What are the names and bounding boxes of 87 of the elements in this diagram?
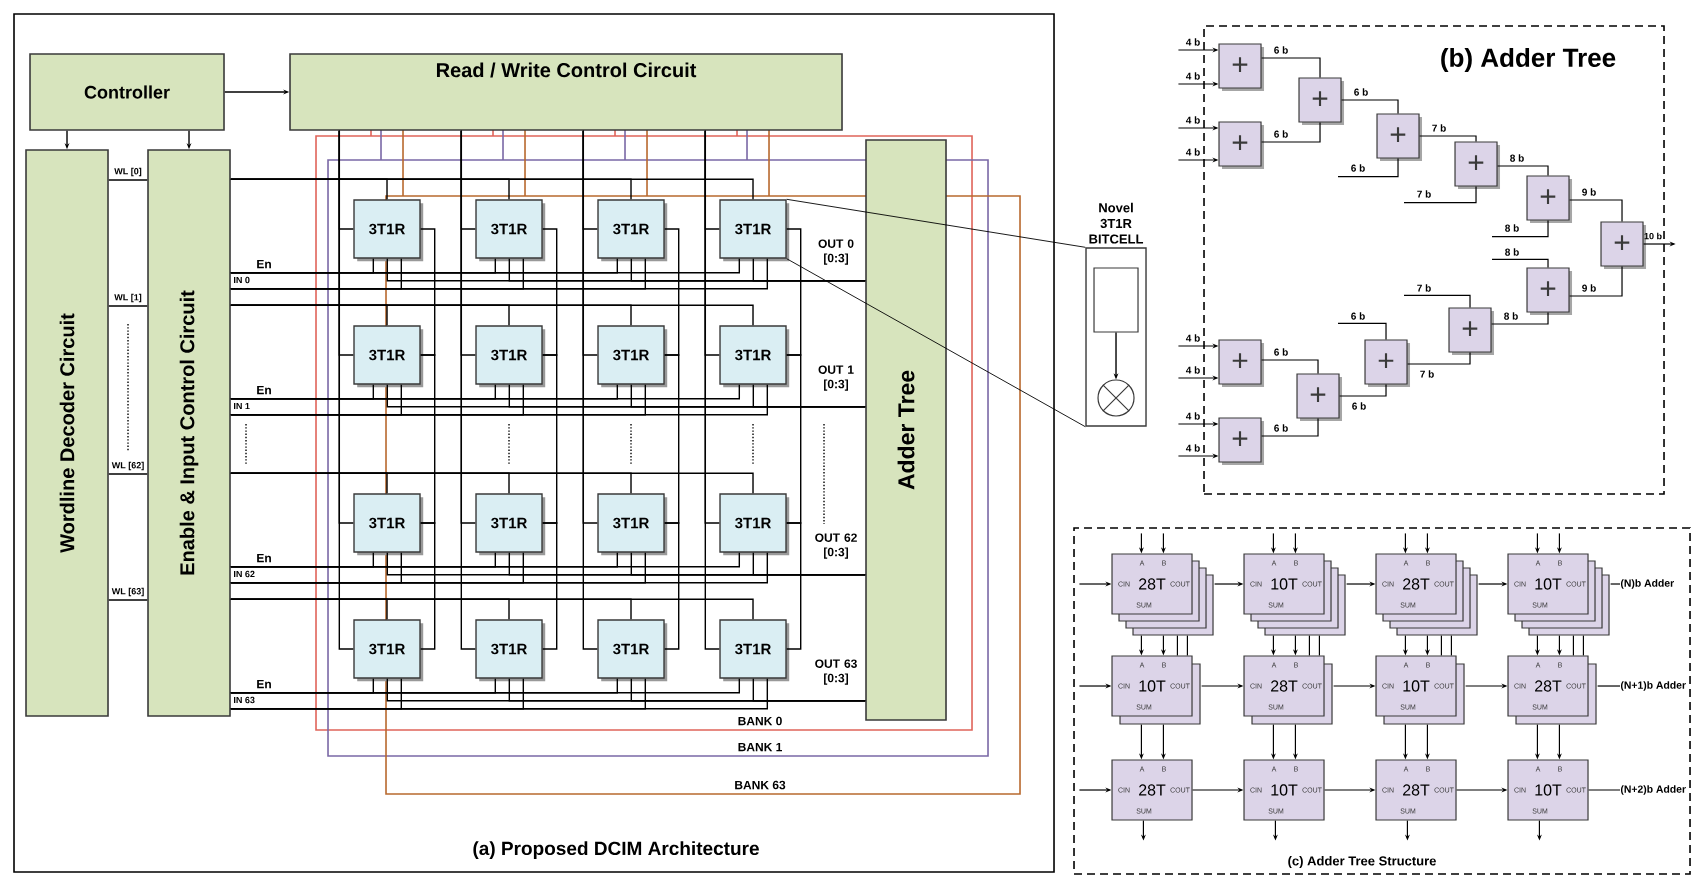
wire	[1440, 635, 1442, 656]
wire	[664, 354, 680, 524]
adder-tree-block: Adder Tree	[865, 139, 947, 721]
adder-box: +	[1218, 121, 1264, 169]
wire	[1491, 258, 1549, 268]
wire	[542, 354, 558, 524]
wire	[230, 258, 769, 290]
wire	[1261, 122, 1321, 143]
wire	[230, 472, 754, 494]
wire	[460, 130, 476, 650]
wire	[230, 598, 754, 620]
wire	[664, 522, 680, 650]
wire	[338, 130, 354, 650]
controller-block: Controller	[29, 53, 225, 131]
adder-box: +	[1218, 417, 1264, 465]
wire	[230, 258, 740, 274]
wire	[1572, 635, 1574, 656]
wire	[1403, 186, 1477, 204]
wire	[230, 552, 740, 568]
adder-box: +	[1218, 339, 1264, 387]
wire	[230, 678, 769, 710]
wire	[1450, 635, 1452, 656]
wire	[1491, 220, 1549, 238]
wire	[420, 522, 436, 650]
wire	[1337, 322, 1387, 340]
wire	[108, 305, 148, 307]
wire	[420, 228, 436, 356]
wire	[752, 384, 866, 408]
wire	[420, 354, 436, 524]
adder-box: +	[1454, 141, 1500, 189]
wire	[752, 552, 866, 576]
wire	[1186, 635, 1188, 656]
wire	[1491, 312, 1549, 325]
wire	[1407, 352, 1471, 365]
wire	[108, 599, 148, 601]
control-circuit-block: Enable & Input Control Circuit	[147, 149, 231, 717]
adder-box: +	[1376, 113, 1422, 161]
adder-box: +	[1364, 339, 1410, 387]
control-circuit-block: Read / Write Control Circuit	[289, 53, 843, 131]
leader-line	[786, 258, 1086, 428]
wire	[1339, 384, 1387, 397]
wire	[1497, 165, 1549, 176]
adder-box: +	[1526, 175, 1572, 223]
wire	[542, 228, 558, 356]
wire	[1569, 199, 1623, 222]
adder-box: +	[1448, 307, 1494, 355]
adder-box: +	[1526, 267, 1572, 315]
wire	[1341, 99, 1399, 114]
wire	[230, 384, 769, 416]
adder-box: +	[1218, 43, 1264, 91]
wire	[1318, 635, 1320, 656]
wire	[108, 179, 148, 181]
adder-box: +	[1298, 77, 1344, 125]
leader-line	[786, 198, 1086, 248]
inner-box	[1093, 267, 1139, 333]
wire	[1261, 418, 1319, 437]
wire	[704, 130, 721, 650]
wire	[1582, 635, 1584, 656]
wire	[664, 228, 680, 356]
wire	[752, 258, 866, 282]
adder-box: +	[1296, 373, 1342, 421]
wire	[108, 473, 148, 475]
wire	[752, 678, 866, 702]
wire	[1588, 789, 1621, 791]
wire	[1261, 57, 1321, 78]
wire	[1176, 635, 1178, 656]
multiplier-symbol	[1097, 379, 1135, 417]
wire	[1403, 294, 1471, 308]
wire	[786, 354, 802, 524]
wire	[1308, 635, 1310, 656]
wire	[542, 522, 558, 650]
wire	[230, 678, 740, 694]
wire	[1597, 685, 1621, 687]
wire	[786, 522, 802, 650]
wire	[582, 130, 598, 650]
wire	[1610, 583, 1621, 585]
wire	[230, 384, 740, 400]
wire	[230, 552, 769, 584]
wire	[1337, 158, 1399, 178]
wire	[230, 178, 754, 200]
decoder-block: Wordline Decoder Circuit	[25, 149, 109, 717]
adder-box: +	[1600, 221, 1646, 269]
wire	[786, 228, 802, 356]
wire	[1261, 359, 1319, 374]
wire	[1569, 266, 1623, 297]
wire	[1419, 135, 1477, 142]
wire	[230, 304, 754, 326]
